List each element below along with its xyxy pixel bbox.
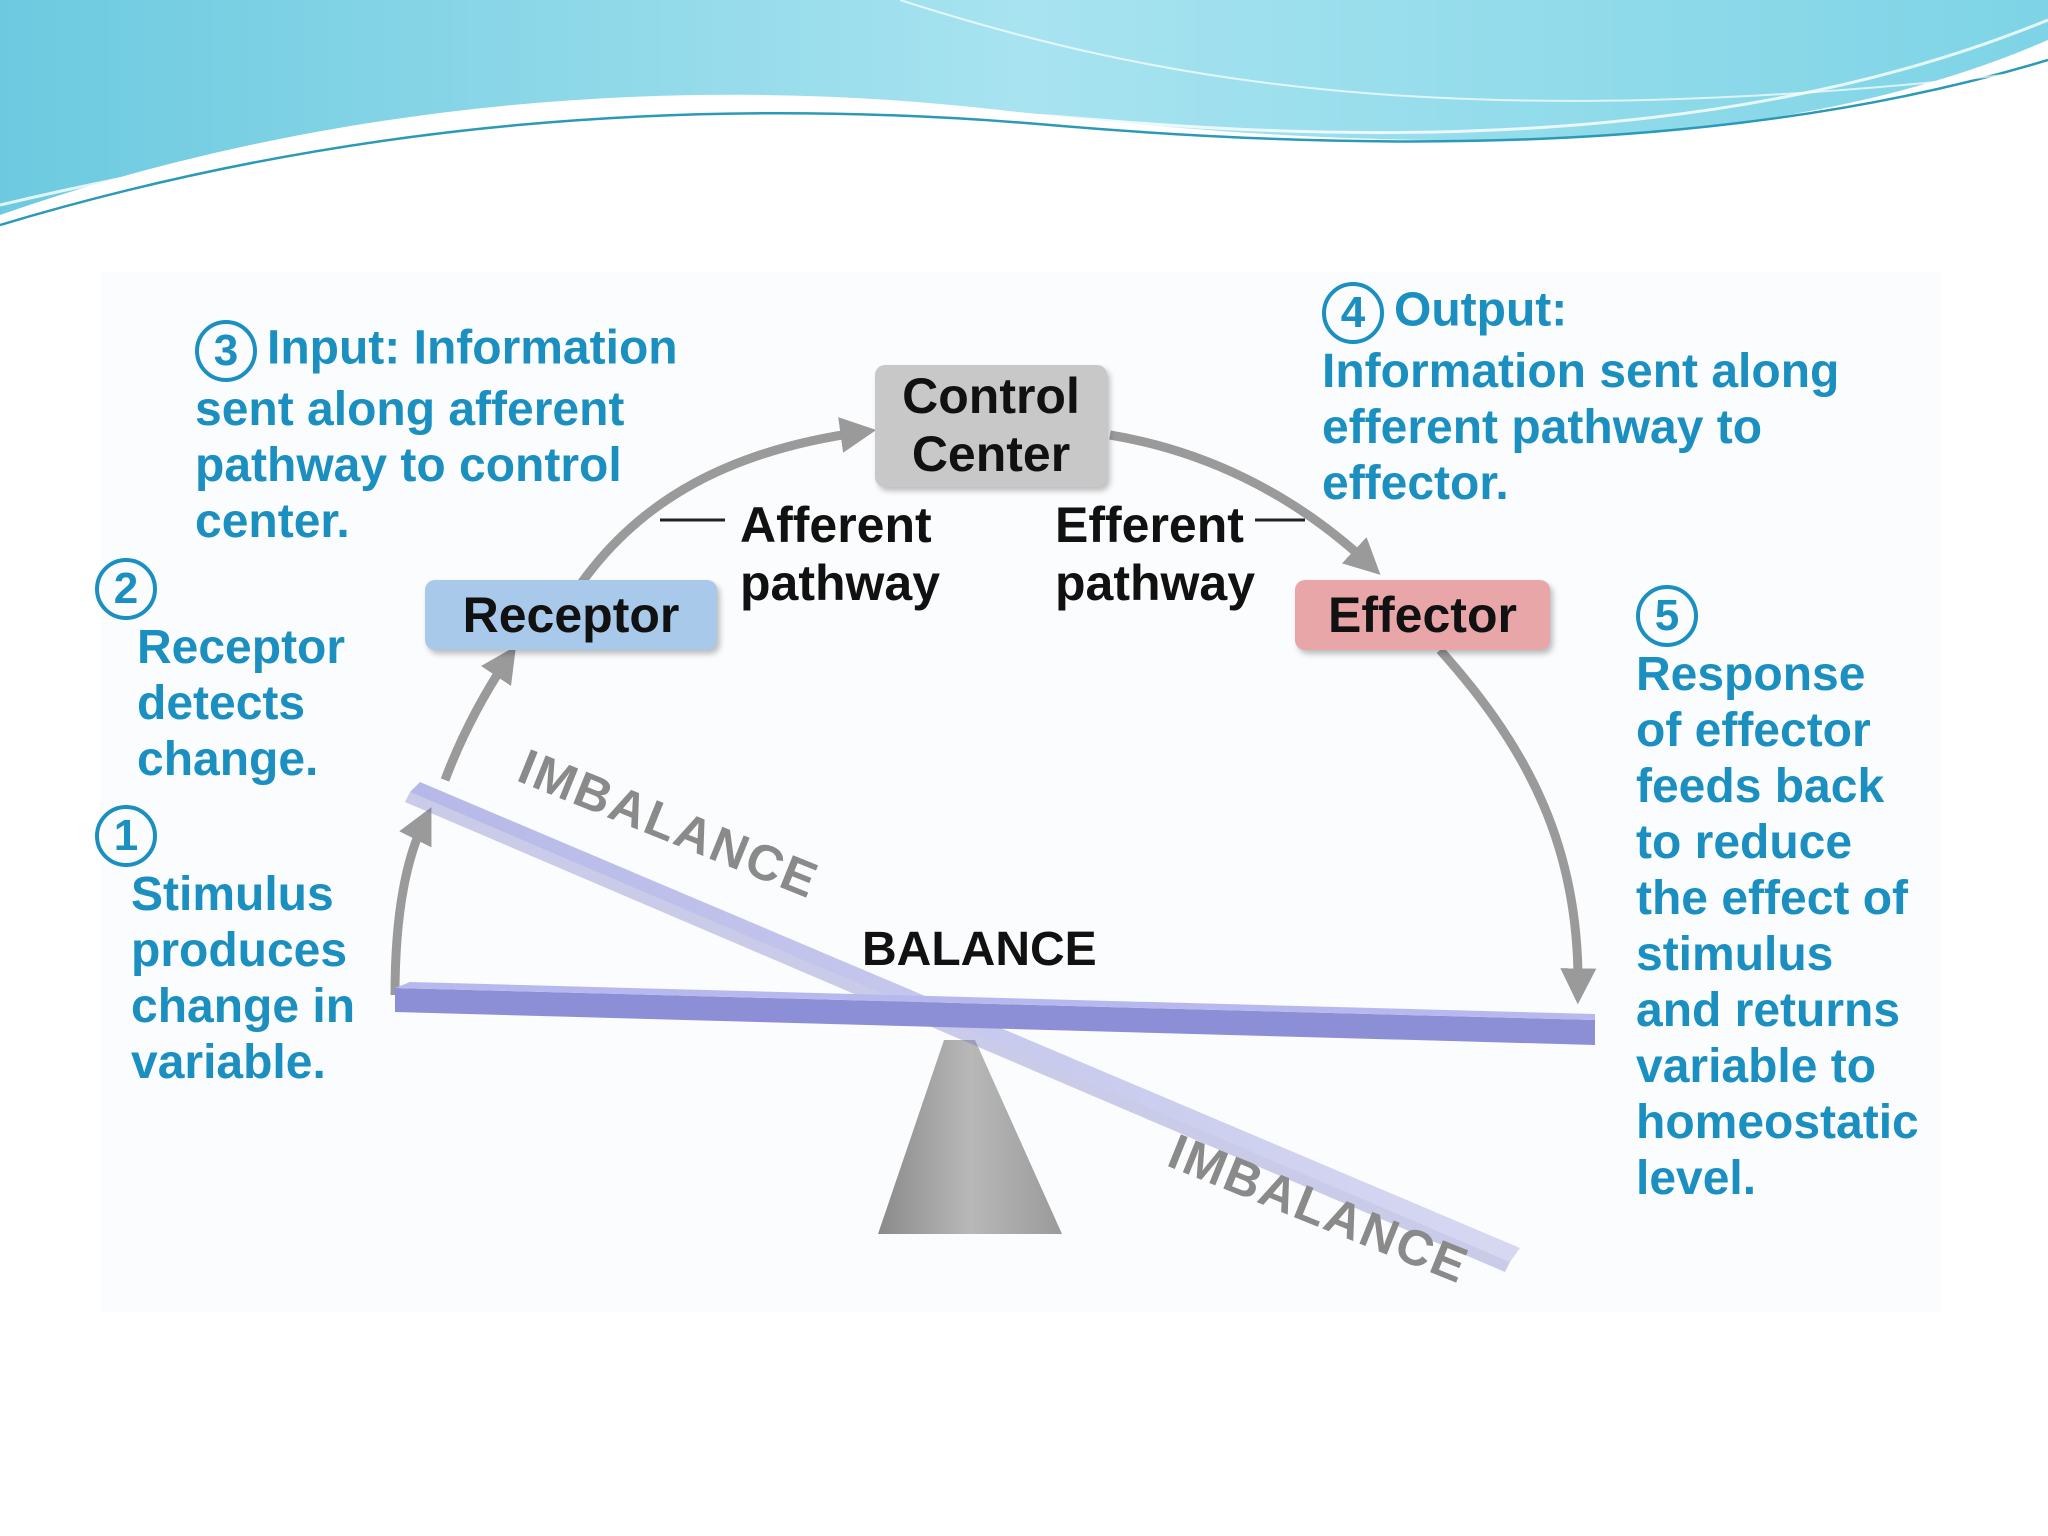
fulcrum xyxy=(878,1040,1062,1234)
step-5-line-9: level. xyxy=(1636,1152,1757,1205)
step-4-line-1: Information sent along xyxy=(1322,345,1840,398)
efferent-line-1: Efferent xyxy=(1055,497,1244,553)
afferent-arrow xyxy=(576,417,877,588)
step-4-title: Output: xyxy=(1394,283,1568,337)
step-1-number: 1 xyxy=(95,805,157,867)
header-wave-decoration xyxy=(0,0,2048,227)
response-arrow xyxy=(1436,646,1597,1005)
step-1-title: Stimulus xyxy=(131,868,334,921)
step-2-receptor: 2 Receptor detects change. xyxy=(95,558,345,788)
step-5-line-6: and returns xyxy=(1636,984,1901,1037)
step-4-line-3: effector. xyxy=(1322,457,1509,510)
step-1-stimulus: 1 Stimulus produces change in variable. xyxy=(95,805,355,1091)
efferent-pathway-label: Efferent pathway xyxy=(1055,496,1255,612)
step-3-line-2: pathway to control xyxy=(195,439,622,492)
step-1-line-3: variable. xyxy=(131,1036,326,1089)
efferent-arrow xyxy=(1109,430,1381,575)
imbalance-label-bottom: IMBALANCE xyxy=(1161,1123,1477,1294)
control-center-box: Control Center xyxy=(875,365,1107,487)
balance-beam xyxy=(395,988,1595,1045)
step-5-line-8: homeostatic xyxy=(1636,1096,1919,1149)
receptor-box: Receptor xyxy=(425,580,717,650)
control-center-line-1: Control xyxy=(902,368,1080,424)
step-5-title: Response xyxy=(1636,648,1866,701)
afferent-line-1: Afferent xyxy=(740,497,932,553)
step-5-line-7: variable to xyxy=(1636,1040,1877,1093)
step-3-number: 3 xyxy=(195,320,257,382)
step-3-title: Input: xyxy=(267,321,401,375)
balance-label: BALANCE xyxy=(862,923,1097,976)
imbalance-label-top: IMBALANCE xyxy=(511,738,827,909)
to-receptor-arrow xyxy=(440,646,516,782)
stimulus-to-receptor-arrow xyxy=(390,807,432,996)
step-3-line-3: center. xyxy=(195,495,350,548)
step-4-number: 4 xyxy=(1322,282,1384,344)
step-5-line-5: stimulus xyxy=(1636,928,1834,981)
step-4-line-2: efferent pathway to xyxy=(1322,401,1763,454)
step-5-line-2: feeds back xyxy=(1636,760,1885,813)
step-2-line-2: change. xyxy=(137,733,319,786)
control-center-line-2: Center xyxy=(911,426,1071,482)
step-5-number: 5 xyxy=(1636,585,1698,647)
efferent-line-2: pathway xyxy=(1055,555,1256,611)
step-3-line-1: sent along afferent xyxy=(195,383,625,436)
step-2-title: Receptor xyxy=(137,621,346,674)
step-5-line-4: the effect of xyxy=(1636,872,1909,925)
step-5-line-3: to reduce xyxy=(1636,816,1853,869)
step-1-line-1: produces xyxy=(131,924,348,977)
step-1-line-2: change in xyxy=(131,980,356,1033)
step-3-lead: Information xyxy=(413,321,678,375)
afferent-pathway-label: Afferent pathway xyxy=(740,496,940,612)
effector-box: Effector xyxy=(1295,580,1550,650)
step-5-response: 5 Response of effector feeds back to red… xyxy=(1636,585,1919,1207)
step-5-line-1: of effector xyxy=(1636,704,1871,757)
step-2-line-1: detects xyxy=(137,677,306,730)
step-2-number: 2 xyxy=(95,558,157,620)
afferent-line-2: pathway xyxy=(740,555,941,611)
